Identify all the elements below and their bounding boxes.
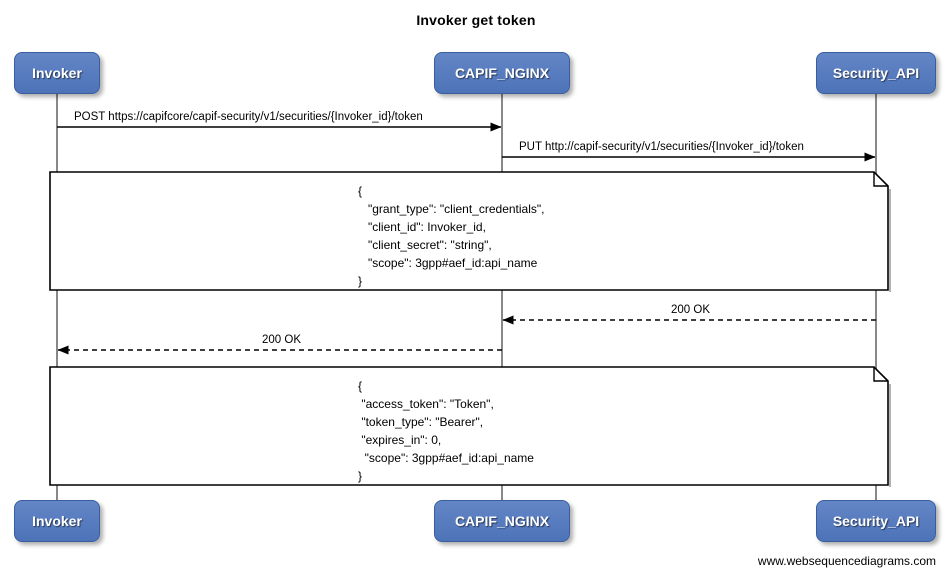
note-box-2: [49, 366, 889, 486]
note-line: {: [358, 184, 363, 198]
note-line: "client_id": Invoker_id,: [358, 220, 486, 234]
participant-nginx[interactable]: CAPIF_NGINX: [434, 52, 570, 94]
note-line: "client_secret": "string",: [358, 238, 492, 252]
message-label-2: PUT http://capif-security/v1/securities/…: [519, 141, 804, 153]
note-line: }: [358, 469, 363, 483]
note-line: "scope": 3gpp#aef_id:api_name: [358, 256, 538, 270]
note-line: "token_type": "Bearer",: [358, 415, 484, 429]
message-label-4: 200 OK: [262, 334, 301, 346]
page-title: Invoker get token: [416, 12, 536, 28]
message-label-1: POST https://capifcore/capif-security/v1…: [74, 111, 423, 123]
participant-nginx-bottom[interactable]: CAPIF_NGINX: [434, 500, 570, 542]
note-line: }: [358, 274, 363, 288]
note-line: "scope": 3gpp#aef_id:api_name: [358, 451, 534, 465]
participant-label: CAPIF_NGINX: [454, 513, 550, 529]
notes-group: [49, 171, 891, 487]
note-fold-2: [873, 367, 888, 382]
watermark-link[interactable]: www.websequencediagrams.com: [757, 554, 936, 568]
note-text-1: { "grant_type": "client_credentials", "c…: [358, 182, 544, 290]
participant-label: Invoker: [32, 65, 82, 81]
participant-label: Invoker: [32, 513, 82, 529]
note-text-2: { "access_token": "Token", "token_type":…: [358, 377, 534, 485]
note-box-1: [49, 171, 889, 291]
participant-label: Security_API: [832, 65, 920, 81]
participant-security[interactable]: Security_API: [816, 52, 936, 94]
note-fold-1: [873, 172, 888, 187]
participant-label: Security_API: [832, 513, 920, 529]
note-line: {: [358, 379, 363, 393]
participant-invoker[interactable]: Invoker: [14, 52, 100, 94]
note-line: "access_token": "Token",: [358, 397, 494, 411]
participant-label: CAPIF_NGINX: [454, 65, 550, 81]
participant-invoker-bottom[interactable]: Invoker: [14, 500, 100, 542]
participant-security-bottom[interactable]: Security_API: [816, 500, 936, 542]
note-line: "expires_in": 0,: [358, 433, 442, 447]
arrows-group: [57, 122, 876, 355]
message-label-3: 200 OK: [671, 304, 710, 316]
note-line: "grant_type": "client_credentials",: [358, 202, 545, 216]
